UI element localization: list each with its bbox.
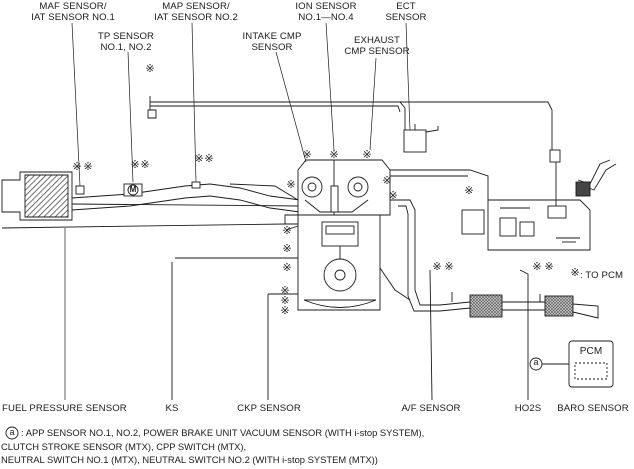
asterisk-exhaust-cmp: ※ — [362, 149, 372, 161]
intake-pipe — [71, 183, 301, 213]
asterisk-intake-cmp: ※ — [302, 149, 312, 161]
asterisk-ckp-3: ※ — [280, 305, 290, 317]
cylinder-head — [297, 159, 391, 216]
exhaust-cmp-label: EXHAUST CMP SENSOR — [344, 35, 410, 57]
asterisk-canister: ※ — [464, 185, 474, 197]
asterisk-ho2s-2: ※ — [544, 261, 554, 273]
af-sensor-label: A/F SENSOR — [401, 403, 461, 414]
asterisk-maf-2: ※ — [83, 161, 93, 173]
map-sensor-label: MAP SENSOR/ IAT SENSOR NO.2 — [154, 1, 238, 23]
ect-sensor-box — [403, 124, 439, 153]
ect-sensor-label: ECT SENSOR — [385, 1, 427, 23]
pcm-label: PCM — [579, 346, 603, 357]
asterisk-ckp-1: ※ — [280, 285, 290, 297]
asterisk-exhaust-manifold: ※ — [388, 190, 398, 202]
ho2s-label: HO2S — [514, 403, 542, 414]
asterisk-block-3: ※ — [282, 262, 292, 274]
exhaust-system — [390, 199, 599, 319]
asterisk-ion: ※ — [329, 149, 339, 161]
asterisk-map-2: ※ — [204, 153, 214, 165]
legend-to-pcm: : TO PCM — [580, 270, 624, 281]
asterisk-ho2s-1: ※ — [532, 261, 542, 273]
air-cleaner — [1, 171, 73, 221]
footnote-letter: a — [9, 427, 15, 437]
tp-sensor-label: TP SENSOR NO.1, NO.2 — [97, 31, 155, 53]
legend-asterisk: ※ — [570, 267, 580, 279]
ks-label: KS — [165, 403, 179, 414]
asterisk-maf-1: ※ — [72, 161, 82, 173]
intake-cmp-label: INTAKE CMP SENSOR — [242, 31, 302, 53]
throttle-body — [123, 183, 143, 197]
asterisk-tp-1: ※ — [130, 159, 140, 171]
footnote-line-1: : APP SENSOR NO.1, NO.2, POWER BRAKE UNI… — [21, 427, 425, 438]
map-sensor — [191, 181, 201, 189]
asterisk-block-2: ※ — [282, 243, 292, 255]
footnote-line-2: CLUTCH STROKE SENSOR (MTX), CPP SWITCH (… — [1, 441, 247, 452]
fuel-tank — [487, 149, 617, 251]
asterisk-ckp-2: ※ — [280, 295, 290, 307]
asterisk-map-1: ※ — [194, 153, 204, 165]
asterisk-block-1: ※ — [282, 225, 292, 237]
asterisk-af-2: ※ — [444, 261, 454, 273]
cylinder-block — [297, 214, 381, 311]
callout-a-letter: a — [533, 357, 539, 367]
ion-sensor-label: ION SENSOR NO.1—NO.4 — [295, 1, 357, 23]
footnote-callout-circle — [5, 426, 19, 440]
pcm-box — [529, 340, 614, 388]
asterisk-top: ※ — [145, 63, 155, 75]
ckp-sensor-label: CKP SENSOR — [237, 403, 301, 414]
baro-sensor-label: BARO SENSOR — [557, 403, 629, 414]
asterisk-head-left: ※ — [286, 179, 296, 191]
asterisk-af-1: ※ — [432, 261, 442, 273]
footnote-line-3: NEUTRAL SWITCH NO.1 (MTX), NEUTRAL SWITC… — [1, 454, 378, 465]
fuel-pressure-sensor-label: FUEL PRESSURE SENSOR — [2, 403, 127, 414]
throttle-motor-mark: M — [129, 185, 137, 194]
maf-sensor — [75, 185, 85, 195]
maf-sensor-label: MAF SENSOR/ IAT SENSOR NO.1 — [31, 1, 115, 23]
asterisk-head-right: ※ — [382, 175, 392, 187]
asterisk-tp-2: ※ — [140, 159, 150, 171]
evap-canister — [461, 209, 485, 235]
